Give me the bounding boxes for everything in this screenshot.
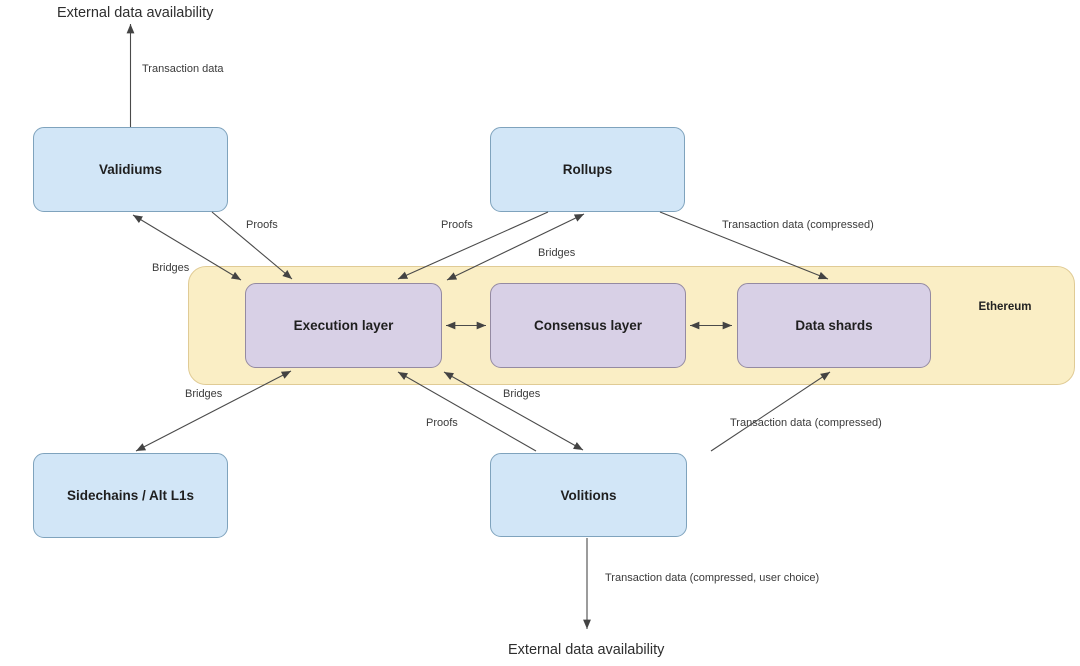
edge-label-rollups-proofs: Proofs xyxy=(441,219,473,231)
external-data-availability-bottom-label: External data availability xyxy=(508,642,665,658)
edge-label-volitions-transaction-data: Transaction data (compressed) xyxy=(730,417,882,429)
node-validiums: Validiums xyxy=(33,127,228,212)
edge-label-transaction-data: Transaction data xyxy=(142,63,224,75)
node-volitions-label: Volitions xyxy=(560,487,617,503)
node-data-shards: Data shards xyxy=(737,283,931,368)
node-sidechains-alt-l1s: Sidechains / Alt L1s xyxy=(33,453,228,538)
node-execution-layer-label: Execution layer xyxy=(293,318,394,333)
node-data-shards-label: Data shards xyxy=(795,318,873,333)
ethereum-container-label: Ethereum xyxy=(978,301,1032,313)
node-consensus-layer: Consensus layer xyxy=(490,283,686,368)
node-consensus-layer-label: Consensus layer xyxy=(533,318,643,333)
edge-label-rollups-transaction-data: Transaction data (compressed) xyxy=(722,219,874,231)
node-validiums-label: Validiums xyxy=(98,162,163,177)
node-rollups-label: Rollups xyxy=(562,162,613,177)
node-volitions: Volitions xyxy=(490,453,687,537)
node-sidechains-alt-l1s-label: Sidechains / Alt L1s xyxy=(66,488,195,503)
edge-label-volitions-proofs: Proofs xyxy=(426,417,458,429)
edge-label-validiums-bridges: Bridges xyxy=(152,262,190,274)
edge-label-transaction-data-user-choice: Transaction data (compressed, user choic… xyxy=(605,572,820,584)
node-execution-layer: Execution layer xyxy=(245,283,442,368)
edge-label-validiums-proofs: Proofs xyxy=(246,219,278,231)
edge-label-rollups-bridges: Bridges xyxy=(538,247,576,259)
edge-label-volitions-bridges: Bridges xyxy=(503,388,541,400)
external-data-availability-top-label: External data availability xyxy=(57,5,214,21)
edge-label-sidechains-bridges: Bridges xyxy=(185,388,223,400)
node-rollups: Rollups xyxy=(490,127,685,212)
